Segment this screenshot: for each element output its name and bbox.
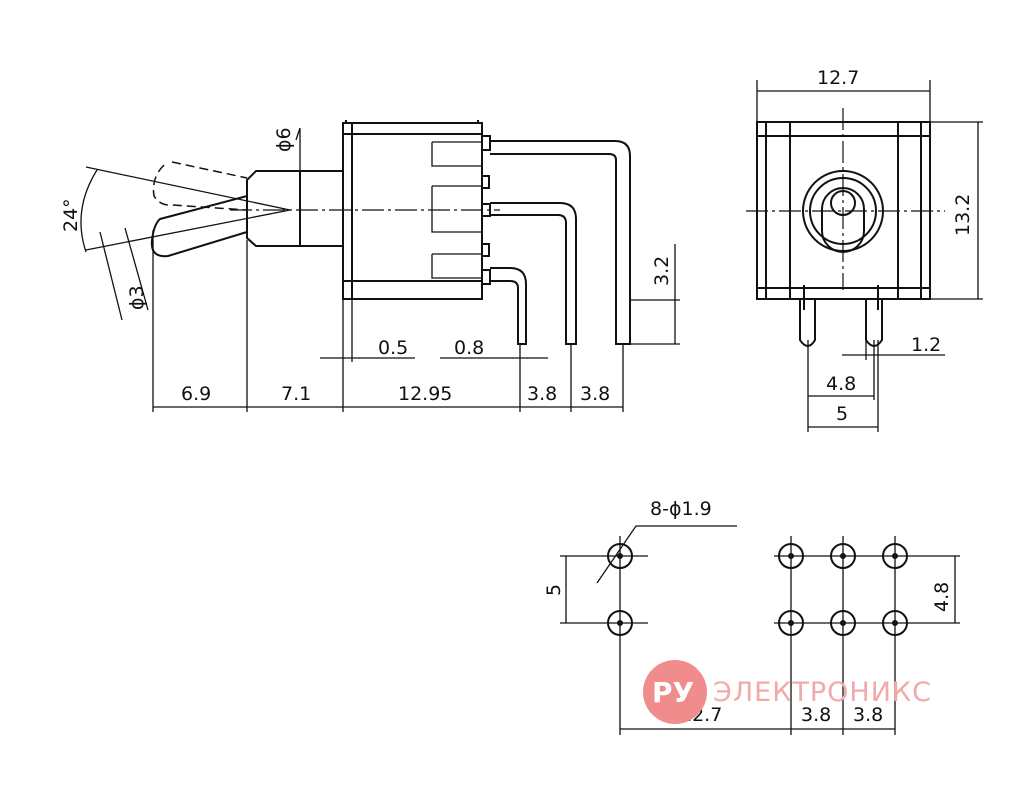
terminal-pins (490, 140, 631, 345)
label-front-5: 5 (836, 403, 848, 425)
switch-housing (342, 122, 483, 300)
bushing (246, 170, 344, 247)
front-legs (799, 285, 883, 347)
label-pcb-5: 5 (543, 584, 565, 596)
front-view (746, 80, 983, 432)
label-pcb-3-8-a: 3.8 (801, 704, 831, 726)
label-12-95: 12.95 (398, 383, 452, 405)
label-0-8: 0.8 (454, 337, 484, 359)
contact-blocks (431, 141, 483, 279)
toggle-lever (150, 194, 248, 258)
label-phi3: ϕ3 (126, 285, 148, 310)
toggle-lever-alternate-position (152, 161, 248, 211)
label-angle-24: 24° (60, 198, 82, 232)
label-3-8-a: 3.8 (527, 383, 557, 405)
watermark-logo: РУ ЭЛЕКТРОНИКС (643, 660, 932, 724)
watermark-badge-icon (643, 660, 707, 724)
label-6-9: 6.9 (181, 383, 211, 405)
pcb-layout (560, 525, 960, 735)
label-3-2: 3.2 (651, 256, 673, 286)
label-pcb-4-8: 4.8 (931, 582, 953, 612)
label-front-12-7: 12.7 (817, 67, 859, 89)
side-view (80, 120, 680, 412)
label-front-1-2: 1.2 (911, 334, 941, 356)
label-3-8-b: 3.8 (580, 383, 610, 405)
watermark-text: ЭЛЕКТРОНИКС (713, 677, 932, 708)
label-holes: 8-ϕ1.9 (650, 498, 712, 520)
watermark-badge-text: РУ (652, 676, 694, 709)
label-7-1: 7.1 (281, 383, 311, 405)
label-0-5: 0.5 (378, 337, 408, 359)
label-phi6: ϕ6 (273, 127, 295, 152)
dimension-labels: ϕ6 24° ϕ3 3.2 0.5 0.8 6.9 7.1 12.95 3.8 … (60, 67, 974, 726)
label-front-4-8: 4.8 (826, 373, 856, 395)
label-front-13-2: 13.2 (952, 194, 974, 236)
mounting-holes (607, 543, 908, 636)
label-pcb-3-8-b: 3.8 (853, 704, 883, 726)
